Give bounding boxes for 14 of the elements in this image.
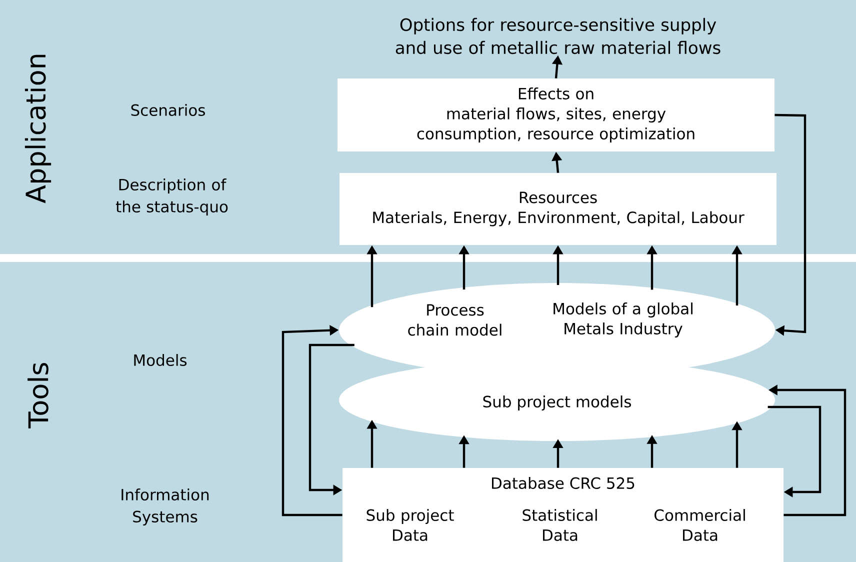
arrow <box>768 406 822 498</box>
text-box: Resources Materials, Energy, Environment, Capital, Labour <box>340 173 776 245</box>
heading: Options for resource-sensitive supply and use of metallic raw material flows <box>396 18 720 54</box>
text-box: Effects on material flows, sites, energy consumption, resource optimization <box>338 78 774 152</box>
arrow <box>774 114 806 336</box>
database-box: Database CRC 525 Sub project Data Statistical Data Commercial Data <box>342 468 784 562</box>
node-label: Process chain model <box>408 304 502 336</box>
row-label: Description of the status-quo <box>116 178 228 216</box>
row-label: Scenarios <box>131 104 205 116</box>
node-label: Models of a global Metals Industry <box>554 302 692 338</box>
row-label: Information Systems <box>122 488 209 526</box>
row-label: Models <box>134 354 187 366</box>
node-label: Sub project models <box>483 396 632 411</box>
arrow <box>282 325 342 516</box>
